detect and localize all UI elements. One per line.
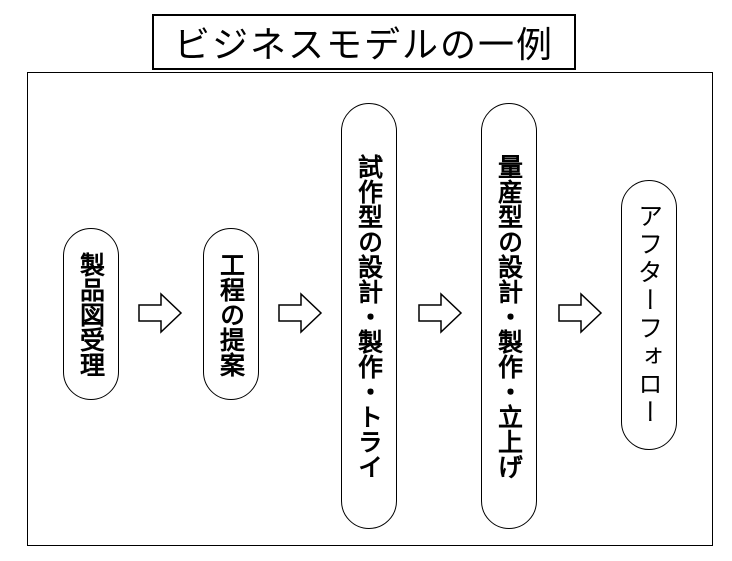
hollow-right-arrow-icon <box>418 292 463 334</box>
diagram-title: ビジネスモデルの一例 <box>152 14 576 70</box>
step-label: 試作型の設計・製作・トライ <box>354 153 384 479</box>
hollow-right-arrow-icon <box>278 292 323 334</box>
step-label: 製品図受理 <box>76 251 106 377</box>
step-prototype-mold: 試作型の設計・製作・トライ <box>341 103 397 529</box>
step-after-follow-up: アフターフォロー <box>621 180 677 450</box>
step-label: 工程の提案 <box>216 251 246 377</box>
step-label: アフターフォロー <box>634 203 664 427</box>
step-label: 量産型の設計・製作・立上げ <box>494 153 524 479</box>
step-mass-production-mold: 量産型の設計・製作・立上げ <box>481 103 537 529</box>
hollow-right-arrow-icon <box>558 292 603 334</box>
step-product-drawing-receipt: 製品図受理 <box>63 228 119 400</box>
step-process-proposal: 工程の提案 <box>203 228 259 400</box>
hollow-right-arrow-icon <box>138 292 183 334</box>
